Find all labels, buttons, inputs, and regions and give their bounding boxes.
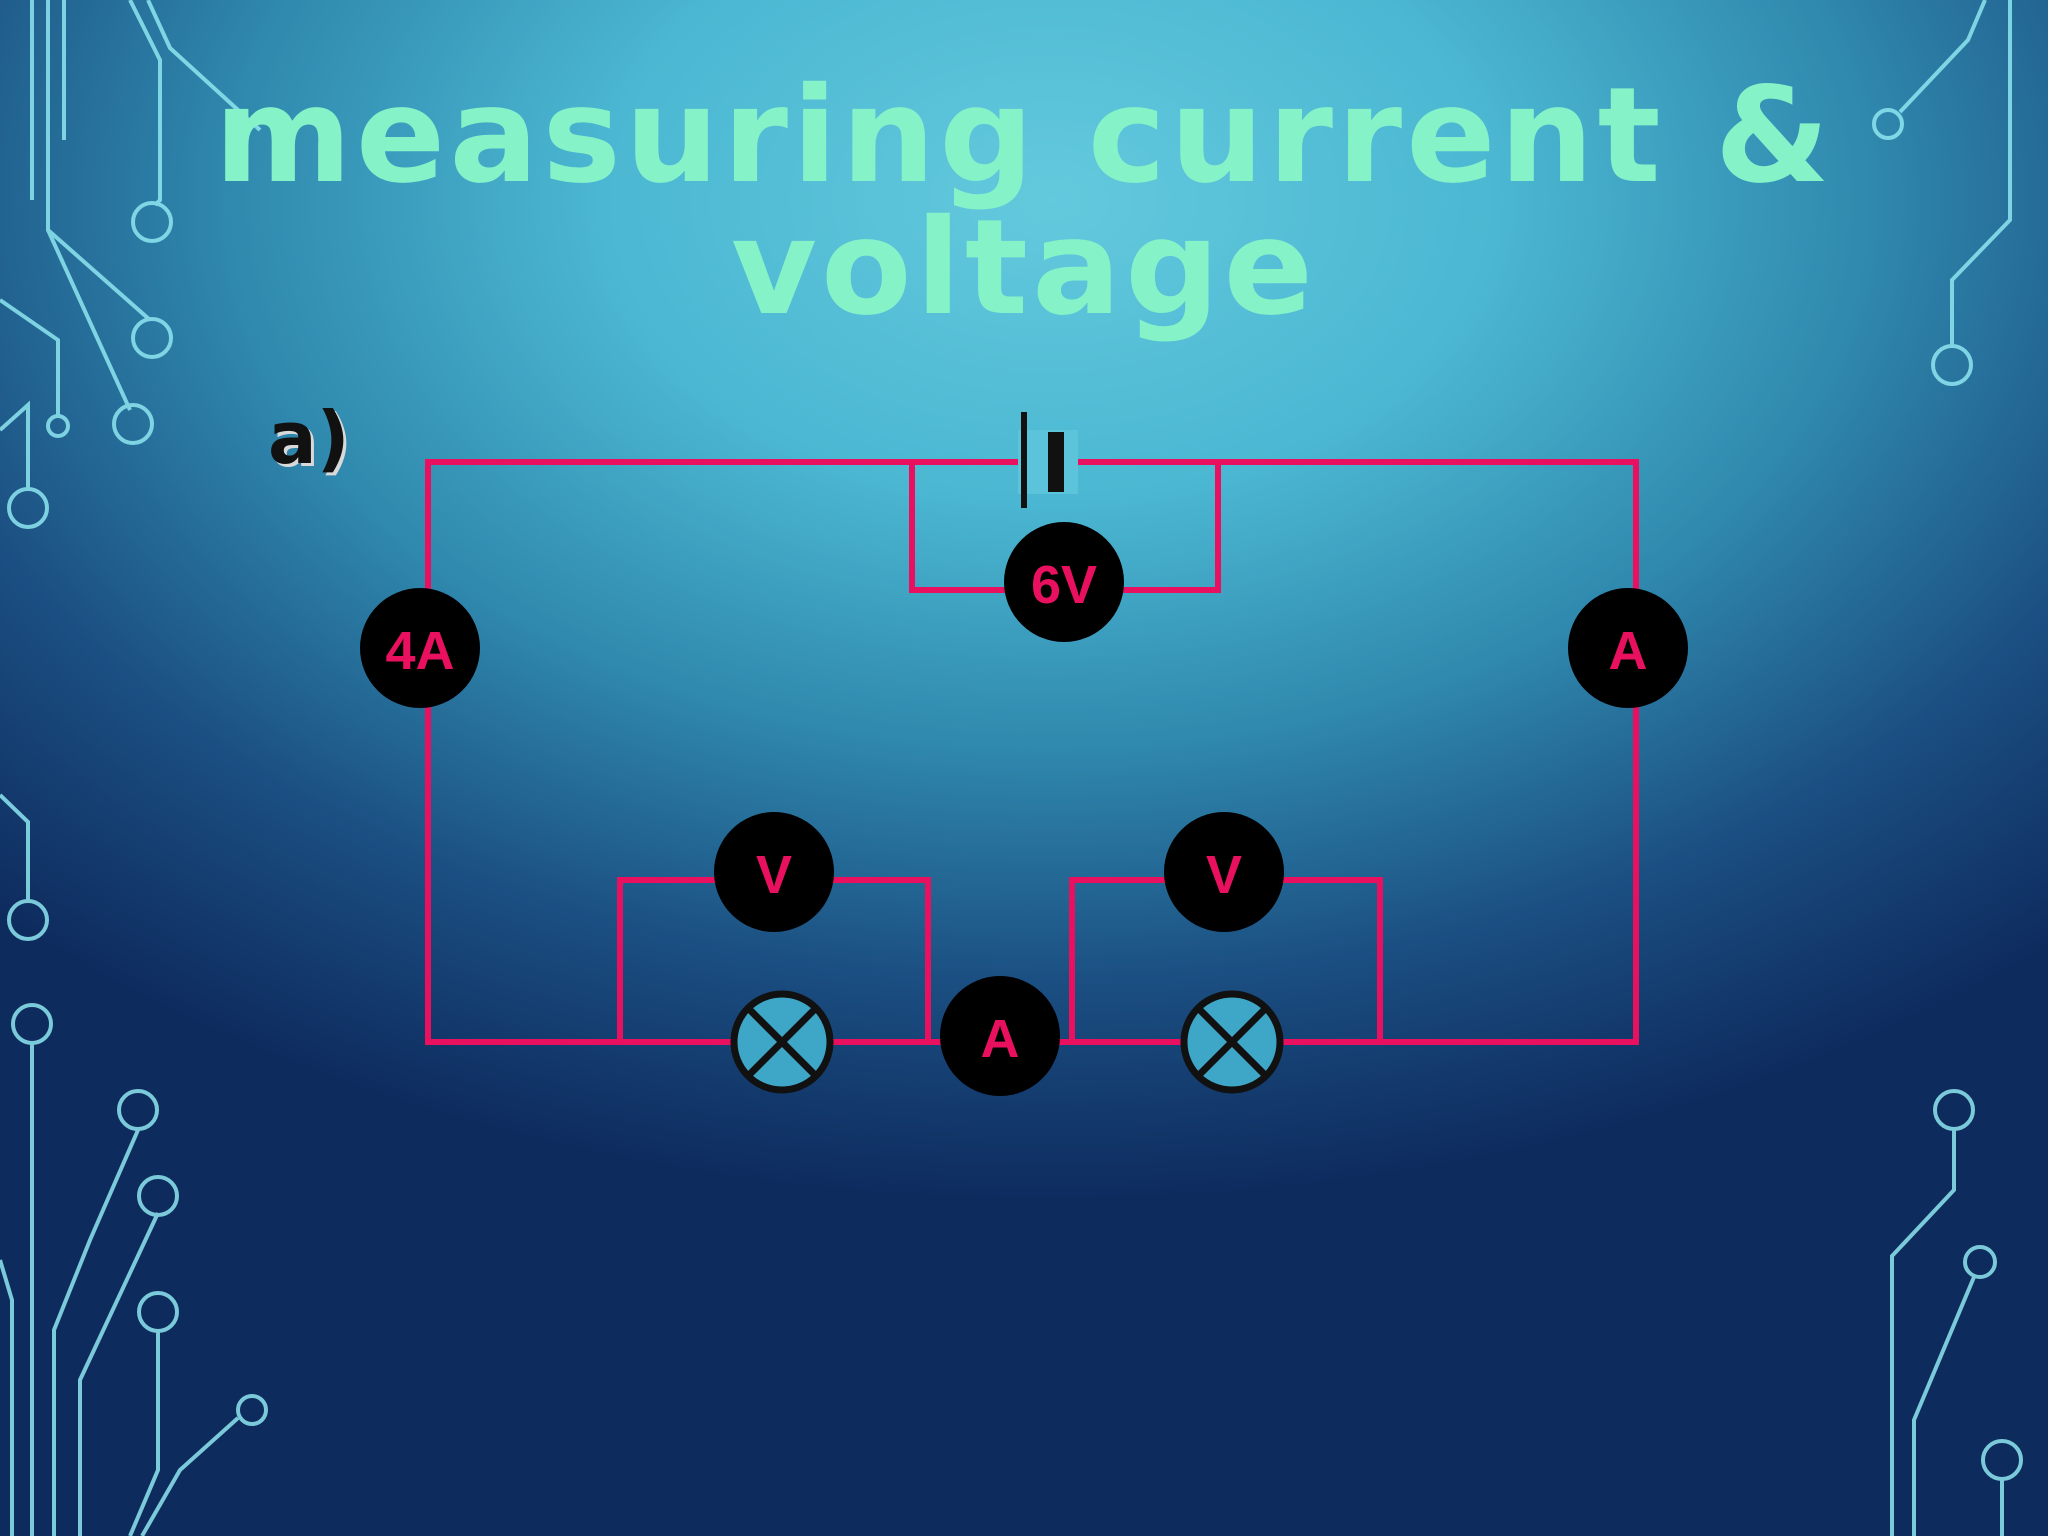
- middle-ammeter: A: [940, 976, 1060, 1096]
- lamp-icon: [1180, 990, 1284, 1094]
- lamp-icon: [730, 990, 834, 1094]
- slide-title: measuring current & voltage: [214, 59, 1834, 345]
- right-lamp-voltmeter: V: [1164, 812, 1284, 932]
- cell-voltmeter: 6V: [1004, 522, 1124, 642]
- cell-voltmeter-reading: 6V: [1031, 555, 1097, 615]
- left-ammeter: 4A: [360, 588, 480, 708]
- circuit-trace-icon: [1872, 0, 2012, 386]
- middle-ammeter-label: A: [981, 1009, 1020, 1069]
- left-lamp-voltmeter-label: V: [756, 845, 792, 905]
- left-lamp-voltmeter: V: [714, 812, 834, 932]
- right-ammeter-label: A: [1609, 621, 1648, 681]
- right-ammeter: A: [1568, 588, 1688, 708]
- right-lamp-voltmeter-label: V: [1206, 845, 1242, 905]
- part-label: a): [268, 396, 350, 480]
- circuit-trace-icon: [0, 0, 262, 529]
- cell-icon: [1018, 412, 1078, 508]
- left-ammeter-reading: 4A: [385, 621, 454, 681]
- circuit-trace-icon: [1890, 1089, 2023, 1536]
- circuit-trace-icon: [0, 793, 268, 1536]
